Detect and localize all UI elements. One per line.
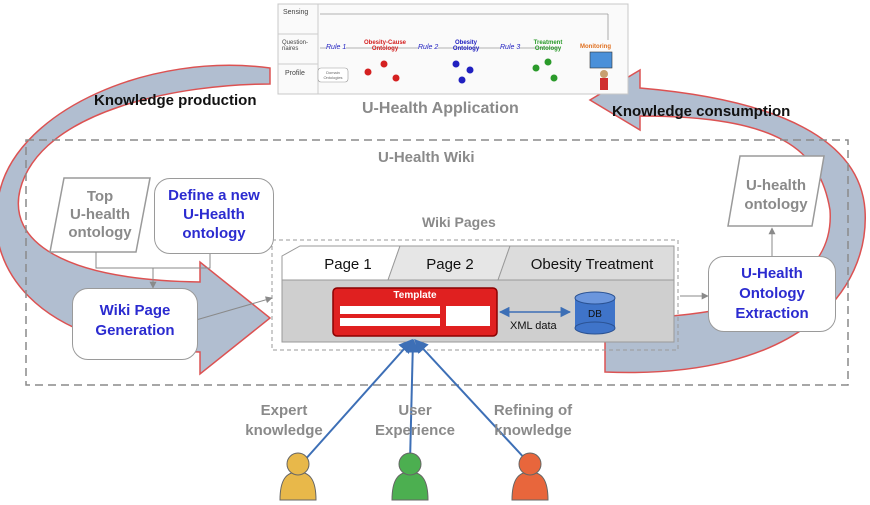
xml-data-label: XML data bbox=[510, 320, 557, 332]
tab-obesity-treatment[interactable]: Obesity Treatment bbox=[530, 256, 654, 273]
uhealth-ontology-right: U-health ontology bbox=[744, 177, 808, 213]
app-title: U-Health Application bbox=[362, 100, 519, 117]
user-label-expert: Expert knowledge bbox=[245, 402, 323, 439]
knowledge-production-arrow bbox=[0, 64, 272, 376]
app-ontology-obesity: Obesity Ontology bbox=[452, 40, 480, 52]
knowledge-production-label: Knowledge production bbox=[94, 92, 257, 109]
user-label-refining: Refining of knowledge bbox=[493, 402, 573, 439]
app-domain-box: Domain Ontologies bbox=[323, 70, 343, 80]
template-label: Template bbox=[393, 290, 437, 301]
define-new-ontology-box bbox=[154, 178, 274, 254]
app-ontology-treatment: Treatment Ontology bbox=[533, 40, 563, 52]
wiki-pages-title: Wiki Pages bbox=[422, 214, 496, 230]
app-row-profile: Profile bbox=[285, 70, 305, 77]
app-rule-2: Rule 2 bbox=[418, 44, 439, 51]
app-row-questionnaires: Question-naires bbox=[282, 40, 309, 52]
app-rule-1: Rule 1 bbox=[326, 44, 347, 51]
wiki-page-generation-label: Wiki Page Generation bbox=[95, 302, 175, 339]
ontology-extraction-box bbox=[708, 256, 836, 332]
ontology-extraction-label: U-Health Ontology Extraction bbox=[735, 265, 809, 322]
wiki-page-generation-box bbox=[72, 288, 198, 360]
app-rule-3: Rule 3 bbox=[500, 44, 521, 51]
app-row-sensing: Sensing bbox=[283, 9, 309, 16]
user-label-experience: User Experience bbox=[374, 402, 456, 439]
tab-page-1[interactable]: Page 1 bbox=[324, 256, 372, 273]
top-uhealth-ontology: Top U-health ontology bbox=[68, 188, 132, 241]
app-monitoring: Monitoring bbox=[580, 44, 611, 50]
wiki-title: U-Health Wiki bbox=[378, 149, 475, 166]
db-label: DB bbox=[588, 309, 602, 320]
tab-page-2[interactable]: Page 2 bbox=[426, 256, 474, 273]
knowledge-consumption-label: Knowledge consumption bbox=[612, 103, 791, 120]
define-new-ontology-label: Define a new U-Health ontology bbox=[168, 187, 260, 242]
app-ontology-cause: Obesity-Cause Ontology bbox=[363, 40, 406, 52]
